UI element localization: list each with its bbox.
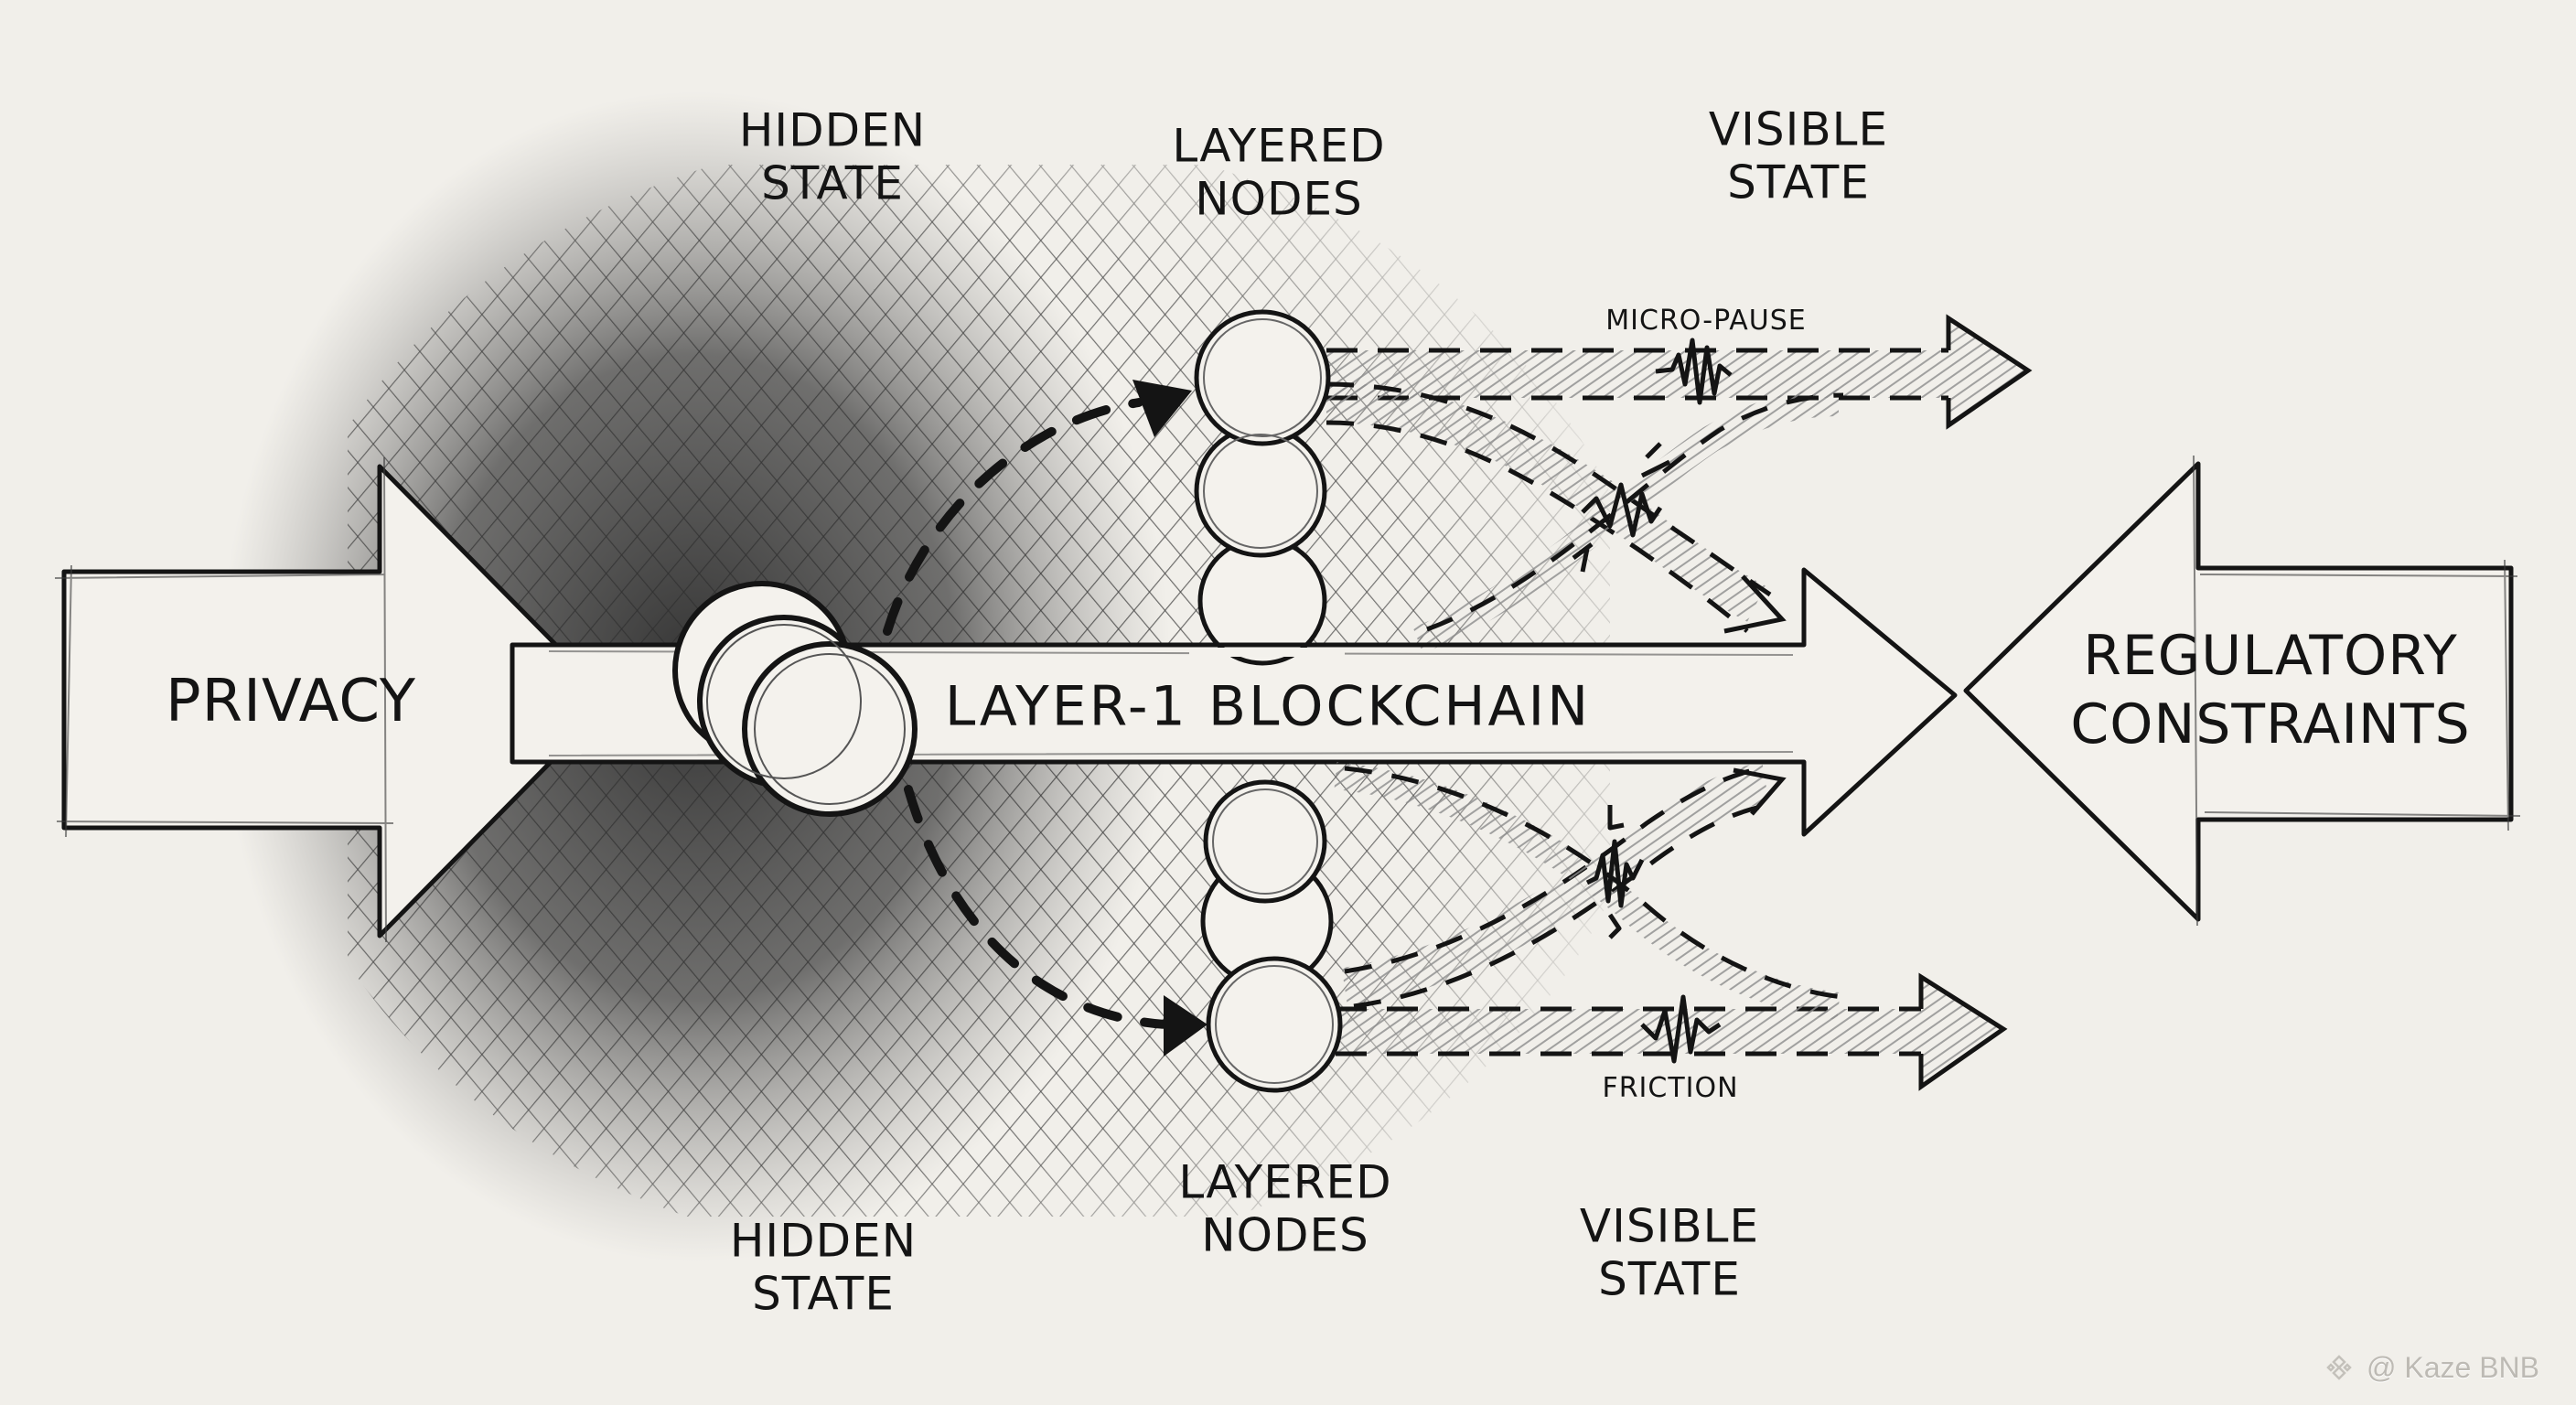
regulatory-label-line2: CONSTRAINTS [2070, 692, 2471, 756]
blockchain-label: LAYER-1 BLOCKCHAIN [944, 674, 1592, 739]
label-line: HIDDEN [738, 103, 927, 157]
dashed-connector-bottom [904, 785, 1208, 1056]
label-line: VISIBLE [1708, 102, 1889, 156]
top-hidden-state-label: HIDDEN STATE [738, 103, 927, 210]
bottom-visible-state-label: VISIBLE STATE [1579, 1199, 1760, 1306]
label-line: NODES [1201, 1208, 1369, 1261]
label-line: STATE [1598, 1252, 1741, 1305]
node-circle-icon [1194, 424, 1327, 558]
label-line: LAYERED [1178, 1155, 1392, 1209]
watermark-text: @ Kaze BNB [2367, 1351, 2539, 1384]
label-line: STATE [1727, 156, 1870, 209]
privacy-arrow [54, 456, 614, 943]
regulatory-label: REGULATORY CONSTRAINTS [2070, 622, 2470, 759]
node-circle-icon [1194, 309, 1331, 446]
node-circle-icon [1203, 779, 1327, 904]
regulatory-arrow [1963, 455, 2521, 927]
binance-logo-icon [2326, 1355, 2352, 1380]
label-line: VISIBLE [1579, 1199, 1760, 1253]
privacy-label: PRIVACY [166, 668, 416, 736]
node-circle-icon [1206, 956, 1343, 1093]
vibration-scribble-icon [1640, 994, 1722, 1064]
friction-label: FRICTION [1602, 1071, 1739, 1104]
bottom-layered-nodes-label: LAYERED NODES [1178, 1155, 1392, 1262]
vibration-scribble-icon [1655, 338, 1733, 405]
shaft-cover [1189, 648, 1345, 657]
micro-pause-label: MICRO-PAUSE [1605, 304, 1807, 337]
coin-stack-icon [672, 581, 918, 817]
label-line: NODES [1195, 172, 1363, 225]
top-layered-nodes-label: LAYERED NODES [1172, 119, 1386, 226]
label-line: LAYERED [1172, 119, 1386, 173]
dashed-connector-top [883, 380, 1192, 636]
top-visible-state-label: VISIBLE STATE [1708, 102, 1889, 209]
watermark: @ Kaze BNB [2325, 1351, 2539, 1385]
vibration-scribble-icon [1572, 442, 1671, 573]
regulatory-label-line1: REGULATORY [2083, 624, 2458, 688]
bottom-hidden-state-label: HIDDEN STATE [729, 1214, 918, 1321]
node-stack-bottom [1200, 779, 1343, 1093]
label-line: STATE [752, 1267, 895, 1320]
node-stack-top [1194, 309, 1331, 666]
label-line: STATE [761, 156, 904, 209]
label-line: HIDDEN [729, 1214, 918, 1268]
vibration-scribble-icon [1585, 805, 1645, 939]
